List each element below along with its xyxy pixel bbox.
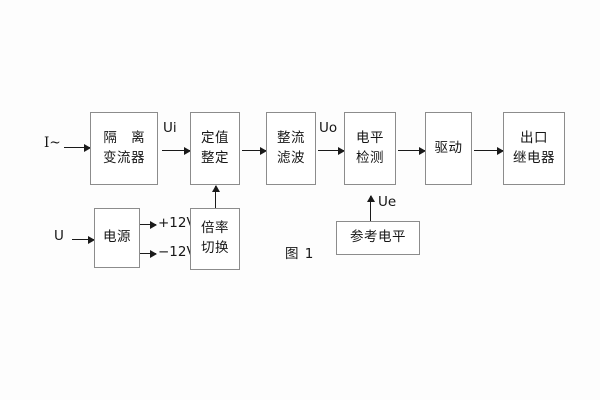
ui-signal-label: Ui — [163, 120, 177, 136]
block-ratio-switch-line1: 倍率 — [201, 220, 229, 237]
block-setting-adjust-line2: 整定 — [201, 149, 229, 166]
block-rectify-filter-line2: 滤波 — [277, 149, 305, 166]
arrow-current-input-to-isolation — [64, 143, 91, 152]
block-level-detect: 电平 检测 — [344, 112, 396, 185]
block-isolation-transformer: 隔 离 变流器 — [90, 112, 158, 185]
figure-caption: 图 1 — [285, 246, 315, 262]
block-output-relay-line2: 继电器 — [513, 149, 555, 166]
arrow-reference-level-to-level-detect — [366, 195, 375, 221]
rail-negative-label: −12V — [158, 244, 196, 260]
block-isolation-transformer-line2: 变流器 — [103, 149, 145, 166]
block-ratio-switch-line2: 切换 — [201, 240, 229, 256]
arrow-level-detect-to-driver — [398, 146, 426, 155]
block-power-supply: 电源 — [94, 208, 140, 268]
voltage-input-label: U — [54, 228, 64, 244]
rail-positive-label: +12V — [158, 215, 196, 231]
block-driver-line1: 驱动 — [434, 139, 463, 156]
arrow-ratio-switch-to-setting — [211, 185, 220, 208]
block-reference-level: 参考电平 — [336, 221, 420, 255]
block-driver: 驱动 — [425, 112, 472, 185]
block-level-detect-line1: 电平 — [356, 129, 384, 146]
block-reference-level-line1: 参考电平 — [350, 229, 406, 246]
arrow-rail-negative — [140, 249, 157, 258]
arrow-setting-to-rectify — [242, 146, 267, 155]
block-setting-adjust: 定值 整定 — [190, 112, 240, 185]
block-output-relay-line1: 出口 — [520, 129, 548, 146]
arrow-voltage-input-to-power-supply — [72, 235, 95, 244]
current-input-label: I~ — [44, 135, 61, 151]
block-rectify-filter-line1: 整流 — [277, 129, 305, 146]
block-ratio-switch: 倍率 切换 — [190, 208, 240, 270]
block-isolation-transformer-line1: 隔 离 — [103, 129, 150, 146]
arrow-isolation-to-setting — [162, 146, 191, 155]
arrow-rectify-to-level-detect — [318, 146, 345, 155]
block-output-relay: 出口 继电器 — [503, 112, 565, 185]
uo-signal-label: Uo — [319, 120, 338, 136]
arrow-driver-to-output-relay — [474, 146, 504, 155]
block-rectify-filter: 整流 滤波 — [266, 112, 316, 185]
block-level-detect-line2: 检测 — [356, 149, 384, 166]
block-power-supply-line1: 电源 — [103, 229, 131, 246]
arrow-rail-positive — [140, 220, 157, 229]
block-setting-adjust-line1: 定值 — [201, 129, 229, 146]
ue-signal-label: Ue — [378, 194, 397, 210]
